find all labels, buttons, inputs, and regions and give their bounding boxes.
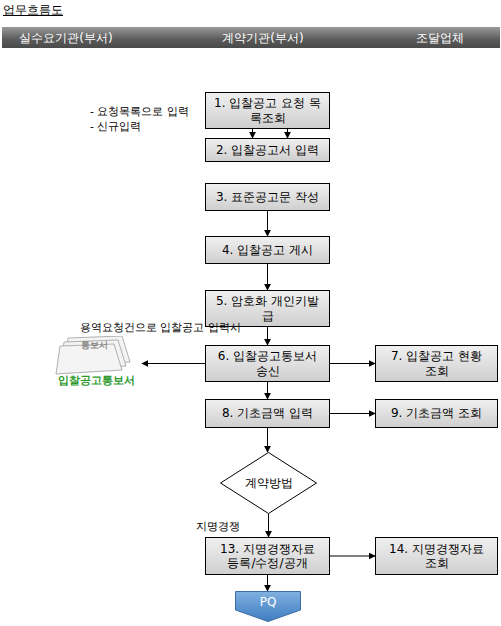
- flow-arrow: [142, 363, 205, 364]
- header-band: 실수요기관(부서) 계약기관(부서) 조달업체: [2, 27, 500, 48]
- node-text: 14. 지명경쟁자료 조회: [384, 542, 489, 571]
- process-box: 1. 입찰공고 요청 목록조회: [205, 92, 330, 129]
- node-text: 6. 입찰공고통보서 송신: [214, 349, 321, 378]
- flow-arrow: [330, 413, 375, 414]
- flow-arrow: [267, 382, 268, 399]
- node-text: 계약방법: [245, 475, 293, 492]
- node-text: 5. 암호화 개인키발급: [214, 294, 321, 323]
- flow-arrow: [330, 363, 375, 364]
- process-box: 9. 기초금액 조회: [375, 399, 498, 428]
- column-header: 실수요기관(부서): [19, 30, 112, 47]
- node-text: PQ: [260, 595, 277, 609]
- column-header: 조달업체: [416, 30, 464, 47]
- node-text: 4. 입찰공고 게시: [222, 243, 313, 257]
- node-text: 1. 입찰공고 요청 목록조회: [214, 96, 321, 125]
- flow-arrow: [268, 514, 269, 537]
- annotation-label: - 요청목록으로 입력: [90, 104, 189, 119]
- process-box: 6. 입찰공고통보서 송신: [205, 345, 330, 382]
- process-box: 8. 기초금액 입력: [205, 399, 330, 428]
- flow-arrow: [287, 129, 288, 138]
- node-text: 2. 입찰공고서 입력: [216, 143, 319, 157]
- flow-arrow: [267, 575, 268, 591]
- process-box: 2. 입찰공고서 입력: [205, 138, 330, 162]
- flow-arrow: [267, 428, 268, 452]
- node-text: 7. 입찰공고 현황 조회: [384, 349, 489, 378]
- process-box: 7. 입찰공고 현황 조회: [375, 345, 498, 382]
- node-text: 3. 표준공고문 작성: [216, 190, 319, 204]
- flow-arrow: [267, 327, 268, 345]
- diagram-title: 업무흐름도: [3, 2, 63, 19]
- flow-arrow: [267, 264, 268, 290]
- pq-shape: [236, 592, 301, 622]
- decision-diamond: 계약방법: [220, 452, 317, 514]
- offpage-connector: PQ: [235, 591, 301, 622]
- process-box: 3. 표준공고문 작성: [205, 183, 330, 211]
- diamond-shape: [221, 453, 317, 514]
- node-text: 9. 기초금액 조회: [391, 406, 482, 420]
- node-text: 8. 기초금액 입력: [222, 406, 313, 420]
- process-box: 13. 지명경쟁자료 등록/수정/공개: [205, 537, 330, 575]
- annotation-label: 지명경쟁: [196, 519, 240, 534]
- document-icon: 통보서입찰공고통보서: [50, 336, 142, 390]
- column-header: 계약기관(부서): [222, 30, 303, 47]
- flow-arrow: [330, 556, 375, 557]
- node-text: 13. 지명경쟁자료 등록/수정/공개: [214, 542, 321, 571]
- process-box: 14. 지명경쟁자료 조회: [375, 537, 498, 575]
- annotation-label: 용역요청건으로 입찰공고 입력시: [80, 320, 241, 335]
- process-box: 4. 입찰공고 게시: [205, 236, 330, 264]
- annotation-label: - 신규입력: [90, 119, 141, 134]
- node-text: 입찰공고통보서: [58, 373, 135, 388]
- node-text: 통보서: [81, 339, 108, 352]
- flow-arrow: [267, 211, 268, 236]
- flow-arrow: [252, 129, 253, 138]
